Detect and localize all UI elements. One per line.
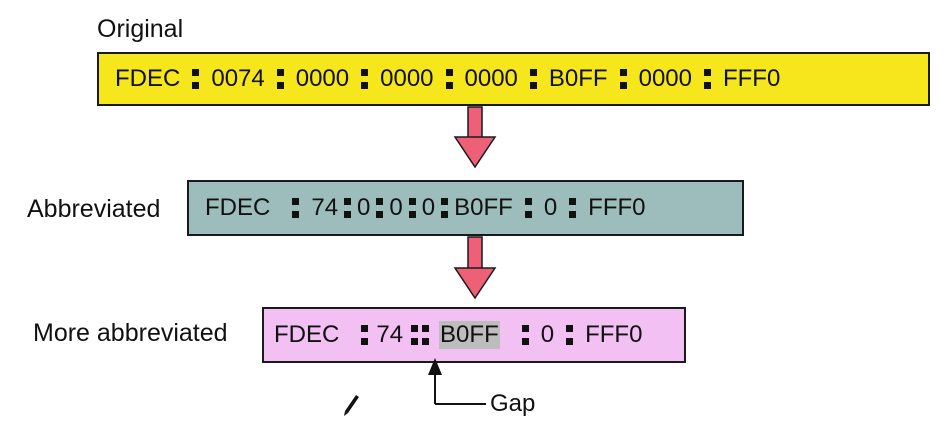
more-abbreviated-group-after-gap-3: FFF0 [585,321,643,348]
original-group-5: 0000 [464,65,518,92]
colon-separator [276,69,284,89]
gap-label: Gap [490,390,536,417]
colon-separator [445,69,453,89]
abbreviated-group-2: 74 [311,194,339,221]
original-group-7: 0000 [638,65,692,92]
original-group-4: 0000 [380,65,434,92]
colon-separator [529,69,537,89]
more-abbreviated-group-1: FDEC [274,321,340,348]
abbreviated-group-3: 0 [357,194,371,221]
colon-separator [361,325,369,345]
down-arrow-1 [453,106,497,169]
original-group-1: FDEC [115,65,181,92]
colon-separator [521,325,529,345]
colon-separator [524,198,532,218]
abbreviated-address-box: FDEC 74 0 0 0 B0FF 0 FFF0 [187,180,744,236]
more-abbreviated-label: More abbreviated [33,319,228,347]
double-colon-first [411,325,419,345]
more-abbreviated-address-box: FDEC 74 B0FF 0 FFF0 [262,307,686,363]
abbreviated-group-7: 0 [543,194,558,221]
more-abbreviated-group-after-gap-1: B0FF [439,321,500,349]
colon-separator [566,325,574,345]
colon-separator [376,198,384,218]
original-group-8: FFF0 [722,65,781,92]
colon-separator [408,198,416,218]
colon-separator [619,69,627,89]
colon-separator [569,198,577,218]
original-address-box: FDEC 0074 0000 0000 0000 B0FF 0000 FFF0 [97,52,930,106]
original-group-6: B0FF [548,65,608,92]
more-abbreviated-group-after-gap-2: 0 [540,321,555,348]
abbreviated-group-5: 0 [421,194,436,221]
gap-pointer-arrow [428,358,486,405]
original-label: Original [97,15,184,43]
double-colon-second [422,325,430,345]
abbreviated-label: Abbreviated [27,195,161,223]
colon-separator [344,198,352,218]
original-group-2: 0074 [211,65,265,92]
more-abbreviated-group-2: 74 [376,321,404,348]
abbreviated-group-1: FDEC [205,194,271,221]
colon-separator [703,69,711,89]
original-group-3: 0000 [295,65,350,92]
colon-separator [292,198,300,218]
abbreviated-group-4: 0 [389,194,403,221]
abbreviated-group-6: B0FF [454,194,513,221]
colon-separator [192,69,200,89]
abbreviated-group-8: FFF0 [588,194,646,221]
down-arrow-2 [453,236,497,300]
pen-cursor-icon [344,395,359,416]
colon-separator [361,69,369,89]
colon-separator [441,198,449,218]
